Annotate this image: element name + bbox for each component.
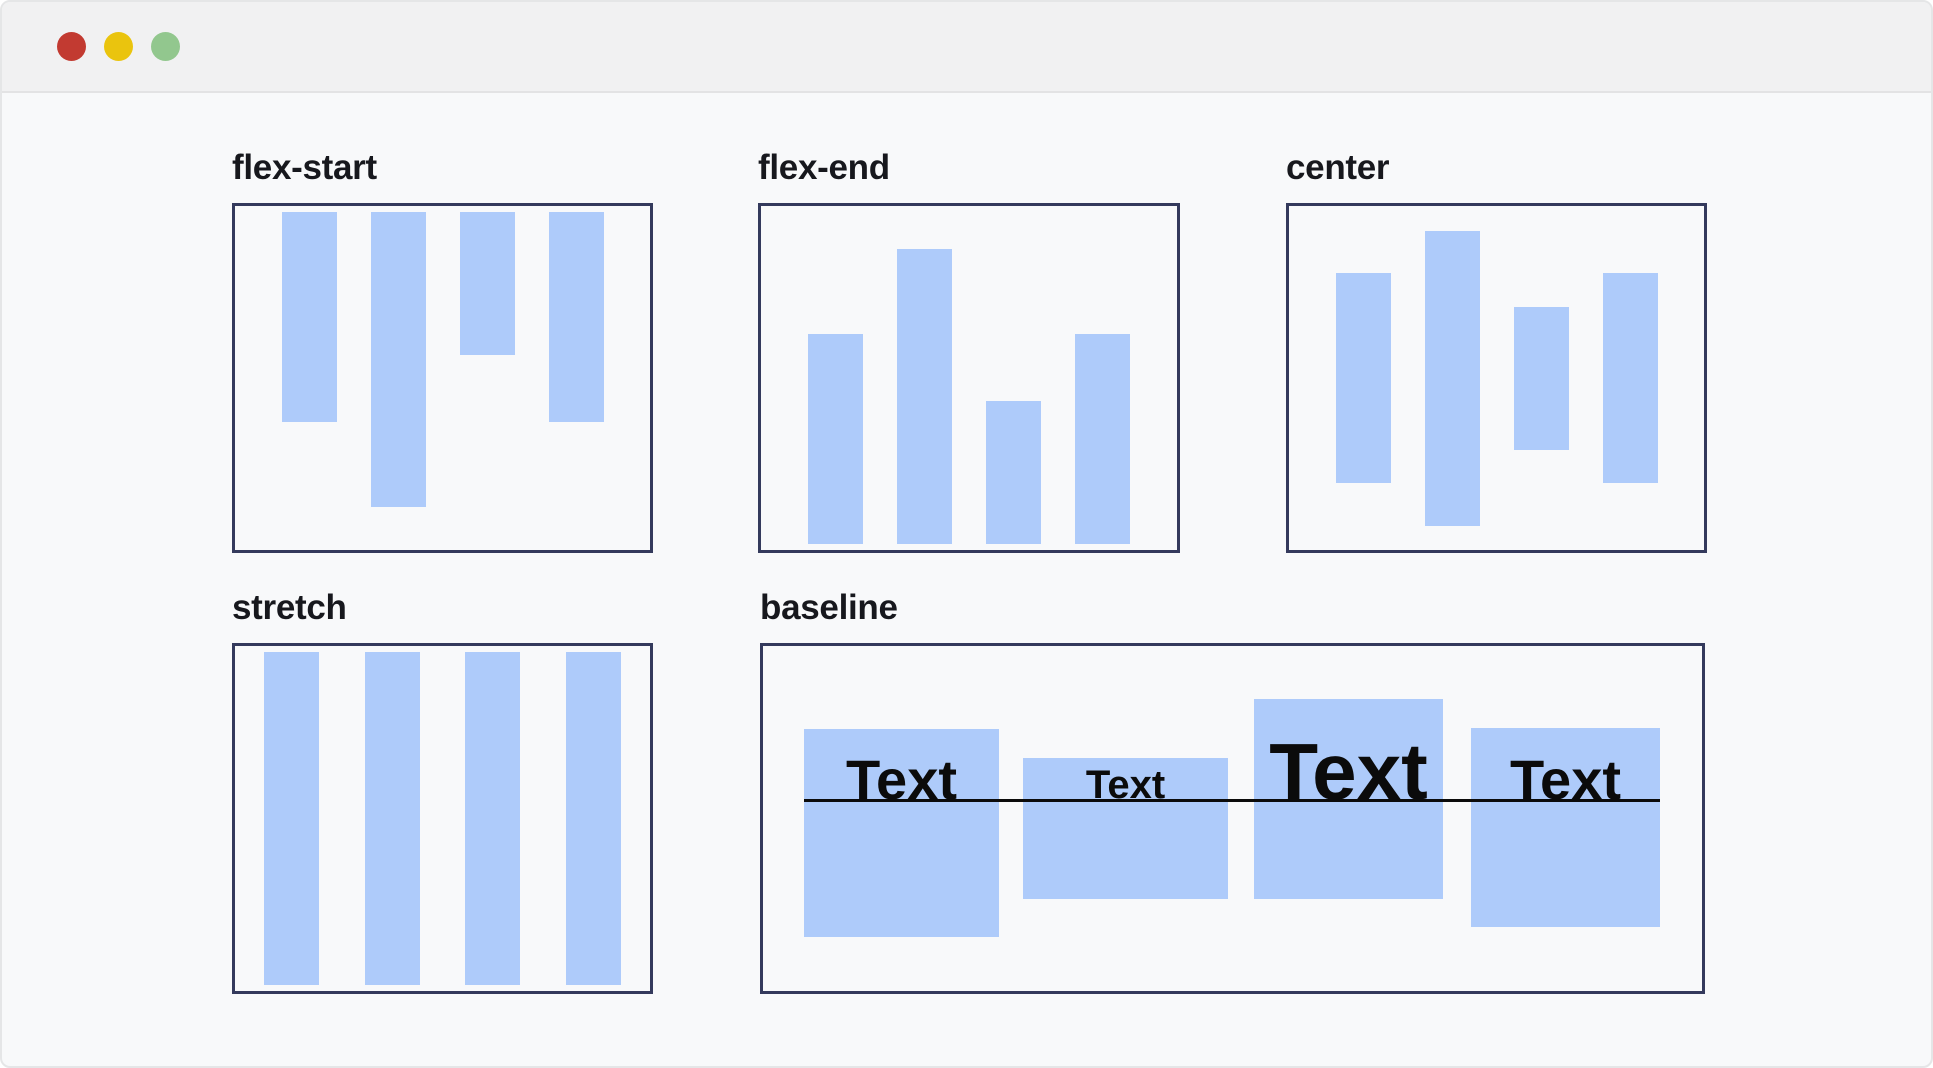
flex-item-bar (465, 652, 521, 985)
flex-item-bar (548, 212, 604, 422)
panel-label-flex-start: flex-start (232, 148, 377, 187)
flex-item-bar (1424, 230, 1480, 526)
flex-item-bar (281, 212, 337, 422)
flex-item-bar (566, 652, 622, 985)
flex-item-bar (1335, 273, 1391, 483)
panel-center: center (1286, 146, 1707, 553)
flex-item-bar (897, 249, 952, 544)
baseline-line (804, 799, 1660, 802)
baseline-item-text: Text (804, 729, 999, 811)
alignment-box-flex-end (758, 203, 1180, 553)
window-close-button[interactable] (57, 32, 86, 61)
baseline-item: Text (1471, 728, 1660, 927)
alignment-box-stretch (232, 643, 653, 994)
baseline-item: Text (1254, 699, 1443, 899)
baseline-item: Text (1023, 758, 1228, 899)
panel-label-stretch: stretch (232, 588, 347, 627)
panel-stretch: stretch (232, 586, 653, 994)
baseline-item-label: Text (1085, 762, 1166, 807)
panel-label-baseline: baseline (760, 588, 898, 627)
flex-item-bar (808, 334, 863, 544)
flex-item-bar (459, 212, 515, 355)
panel-flex-end: flex-end (758, 146, 1180, 553)
window-maximize-button[interactable] (151, 32, 180, 61)
flex-item-bar (1075, 334, 1130, 544)
alignment-box-flex-start (232, 203, 653, 553)
window-minimize-button[interactable] (104, 32, 133, 61)
flex-item-bar (370, 212, 426, 507)
flex-item-bar (986, 401, 1041, 544)
baseline-item-text: Text (1023, 758, 1228, 807)
baseline-item: Text (804, 729, 999, 937)
baseline-item-label: Text (1510, 747, 1621, 811)
alignment-box-center (1286, 203, 1707, 553)
panel-label-flex-end: flex-end (758, 148, 890, 187)
panel-flex-start: flex-start (232, 146, 653, 553)
panel-label-center: center (1286, 148, 1390, 187)
baseline-item-label: Text (846, 747, 957, 811)
flex-item-bar (364, 652, 420, 985)
flex-item-bar (1513, 306, 1569, 450)
flex-item-bar (263, 652, 319, 985)
flex-item-bar (1602, 273, 1658, 483)
baseline-item-text: Text (1254, 699, 1443, 816)
baseline-item-label: Text (1269, 726, 1428, 816)
window-titlebar (2, 2, 1931, 93)
alignment-box-baseline: Text Text Text Text (760, 643, 1705, 994)
baseline-item-text: Text (1471, 728, 1660, 811)
